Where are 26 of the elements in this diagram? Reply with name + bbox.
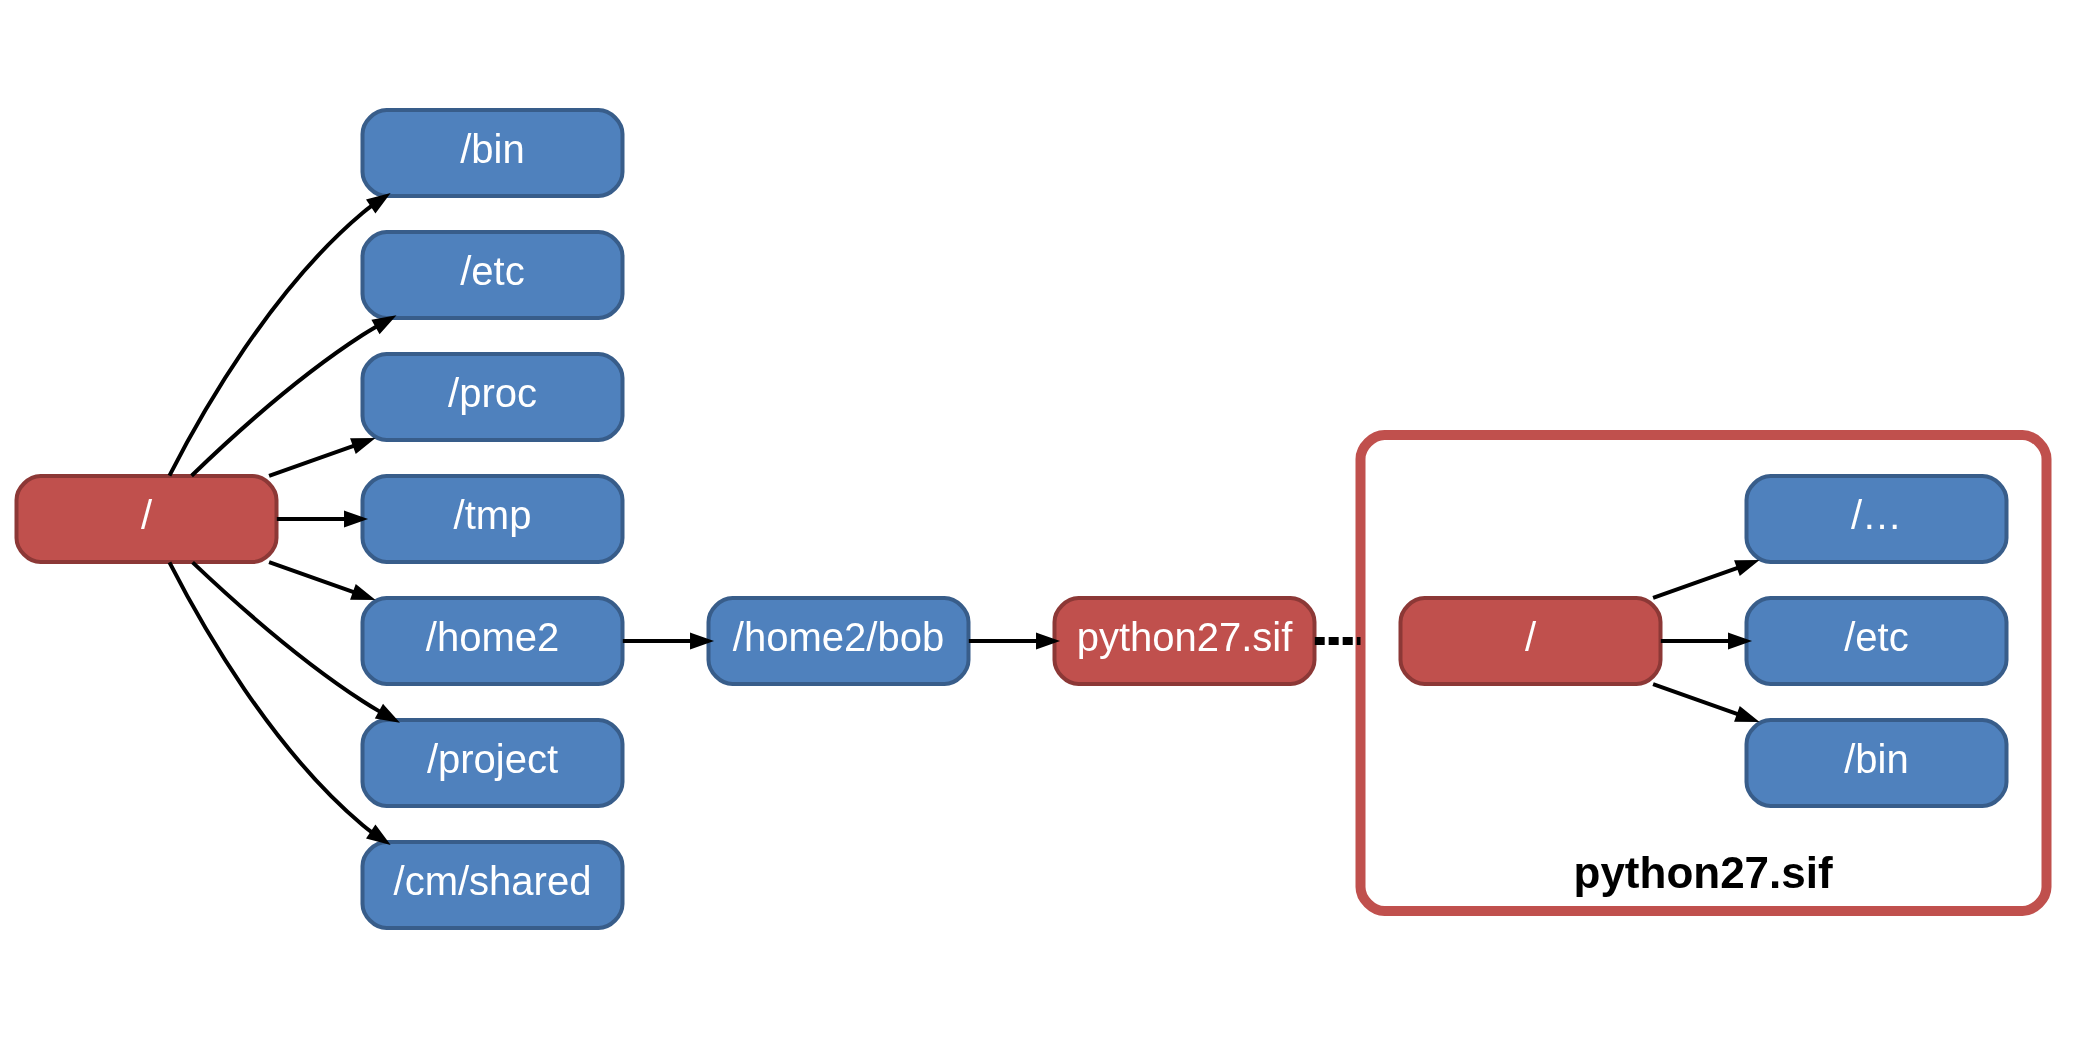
arrow [167, 192, 391, 476]
arrow [268, 559, 376, 600]
node-box: /etc [360, 229, 625, 320]
node-box: /… [1744, 473, 2009, 564]
node-box: /etc [1744, 595, 2009, 686]
node-box: /bin [1744, 717, 2009, 808]
node-box: / [1398, 595, 1663, 686]
node-box: /cm/shared [360, 839, 625, 930]
arrow [276, 510, 369, 527]
node-box: python27.sif [1052, 595, 1317, 686]
arrow [1660, 632, 1753, 649]
arrow [268, 437, 376, 478]
node-box: /project [360, 717, 625, 808]
node-box: /bin [360, 107, 625, 198]
node-box: / [14, 473, 279, 564]
arrow [1652, 681, 1760, 722]
arrow [1652, 559, 1760, 600]
node-box: /proc [360, 351, 625, 442]
node-box: /home2 [360, 595, 625, 686]
node-box: /home2/bob [706, 595, 971, 686]
arrow [968, 632, 1061, 649]
node-box: /tmp [360, 473, 625, 564]
arrow [622, 632, 715, 649]
arrow [191, 560, 400, 723]
arrow [167, 561, 391, 845]
arrow [190, 314, 397, 477]
